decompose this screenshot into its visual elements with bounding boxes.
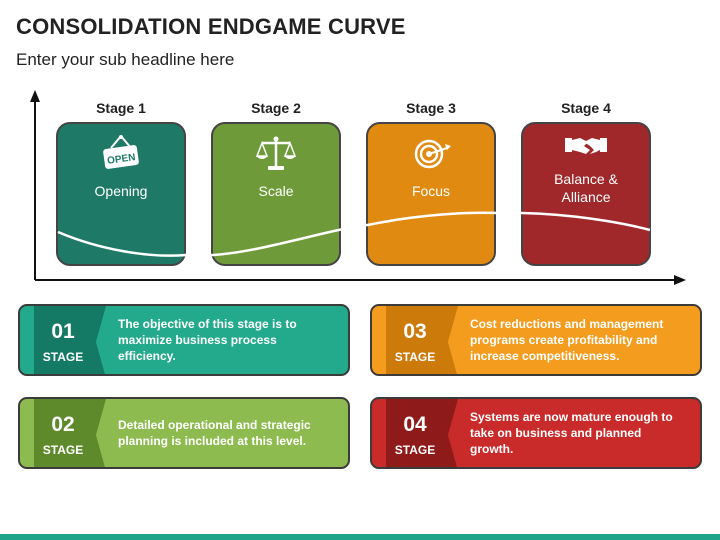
- open-sign-text: OPEN: [107, 152, 137, 167]
- stage-card-01-number: 01: [51, 320, 75, 343]
- stage-4-box: Balance & Alliance: [521, 122, 651, 266]
- stage-card-03-tab: [386, 306, 458, 374]
- stage-card-01: 01 STAGE The objective of this stage is …: [18, 304, 350, 376]
- stage-card-04-stage: STAGE: [394, 443, 436, 457]
- footer-bar: [0, 534, 720, 540]
- stage-4-label: Stage 4: [561, 100, 611, 116]
- stage-card-01-tab: [34, 306, 106, 374]
- stage-card-04: 04 STAGE Systems are now mature enough t…: [370, 397, 702, 469]
- stage-card-04-number: 04: [403, 413, 427, 436]
- balance-scale-icon: [213, 134, 339, 174]
- stage-card-03: 03 STAGE Cost reductions and management …: [370, 304, 702, 376]
- stage-1-label: Stage 1: [96, 100, 146, 116]
- stage-2-name: Scale: [258, 183, 294, 199]
- y-axis-arrow: [30, 90, 40, 102]
- stage-card-03-text: Cost reductions and management programs …: [470, 317, 664, 363]
- x-axis-arrow: [674, 275, 686, 285]
- stage-card-02-tab: [34, 399, 106, 467]
- stage-card-02: 02 STAGE Detailed operational and strate…: [18, 397, 350, 469]
- stage-1-box: OPEN Opening: [56, 122, 186, 266]
- stage-3-box: Focus: [366, 122, 496, 266]
- stage-2-label: Stage 2: [251, 100, 301, 116]
- endgame-curve: [0, 0, 720, 300]
- stage-2-box: Scale: [211, 122, 341, 266]
- page-title: CONSOLIDATION ENDGAME CURVE: [16, 14, 406, 39]
- stage-card-03-number: 03: [403, 320, 427, 343]
- stage-card-03-stage: STAGE: [394, 350, 436, 364]
- stage-4-name-line2: Alliance: [561, 189, 611, 205]
- axes: [30, 90, 686, 285]
- stage-card-04-tab: [386, 399, 458, 467]
- stage-4-name-line1: Balance &: [554, 171, 618, 187]
- stage-card-02-stage: STAGE: [42, 443, 84, 457]
- stage-3-name: Focus: [411, 183, 451, 199]
- stage-card-02-number: 02: [51, 413, 75, 436]
- stage-card-02-text: Detailed operational and strategic plann…: [118, 418, 311, 448]
- open-sign-icon: OPEN: [58, 134, 184, 174]
- stage-3-label: Stage 3: [406, 100, 456, 116]
- stage-card-01-text: The objective of this stage is to maximi…: [118, 317, 297, 363]
- handshake-icon: [523, 130, 649, 170]
- stage-4-name: Balance & Alliance: [523, 170, 649, 206]
- target-icon: [368, 134, 494, 174]
- stage-card-01-stage: STAGE: [42, 350, 84, 364]
- stage-1-name: Opening: [94, 183, 148, 199]
- stage-card-04-text: Systems are now mature enough to take on…: [470, 410, 673, 456]
- page-subtitle: Enter your sub headline here: [16, 50, 235, 69]
